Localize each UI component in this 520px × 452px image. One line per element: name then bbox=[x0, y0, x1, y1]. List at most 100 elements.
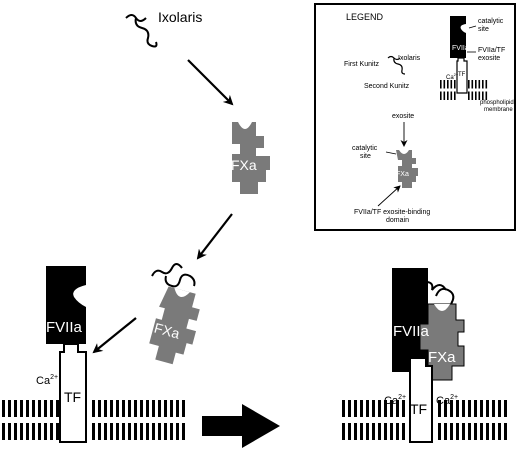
legend-second-kunitz-label: Second Kunitz bbox=[364, 83, 410, 90]
lipid-mark bbox=[378, 423, 381, 440]
lipid-mark bbox=[471, 91, 474, 100]
lipid-mark bbox=[342, 400, 345, 417]
lipid-mark bbox=[116, 423, 119, 440]
lipid-mark bbox=[146, 400, 149, 417]
lipid-mark bbox=[140, 400, 143, 417]
lipid-mark bbox=[140, 423, 143, 440]
final-fxa-label: FXa bbox=[428, 349, 456, 366]
lipid-mark bbox=[450, 423, 453, 440]
lipid-mark bbox=[471, 80, 474, 89]
lipid-mark bbox=[2, 400, 5, 417]
lipid-mark bbox=[498, 400, 501, 417]
lipid-mark bbox=[498, 423, 501, 440]
fxa-bound-label: FXa bbox=[153, 320, 182, 342]
legend-tf-label: TF bbox=[458, 72, 466, 78]
lipid-mark bbox=[450, 80, 453, 89]
lipid-mark bbox=[92, 400, 95, 417]
lipid-mark bbox=[152, 400, 155, 417]
fviia-shape bbox=[46, 266, 86, 344]
phospholipid-membrane-right bbox=[342, 400, 507, 440]
lipid-mark bbox=[478, 91, 481, 100]
lipid-mark bbox=[372, 400, 375, 417]
lipid-mark bbox=[26, 423, 29, 440]
lipid-mark bbox=[450, 91, 453, 100]
lipid-mark bbox=[468, 91, 470, 100]
legend-exosite-label: exosite bbox=[392, 113, 414, 120]
legend-fxa-shape bbox=[396, 150, 418, 188]
lipid-mark bbox=[450, 400, 453, 417]
lipid-mark bbox=[134, 400, 137, 417]
lipid-mark bbox=[164, 423, 167, 440]
final-fviia-label: FVIIa bbox=[393, 323, 430, 340]
lipid-mark bbox=[182, 400, 185, 417]
ixolaris-fxa-complex: FXa bbox=[149, 263, 200, 365]
lipid-mark bbox=[50, 423, 53, 440]
legend-phospholipid-label-2: membrane bbox=[484, 107, 513, 113]
ixolaris-top: Ixolaris bbox=[125, 9, 202, 48]
lipid-mark bbox=[360, 400, 363, 417]
lipid-mark bbox=[390, 400, 393, 417]
legend-box bbox=[314, 3, 516, 231]
lipid-mark bbox=[2, 423, 5, 440]
tf-left-label: TF bbox=[64, 389, 81, 405]
legend-tf-shape bbox=[456, 57, 468, 94]
lipid-mark bbox=[98, 423, 101, 440]
lipid-mark bbox=[134, 423, 137, 440]
lipid-mark bbox=[354, 400, 357, 417]
lipid-mark bbox=[158, 400, 161, 417]
lipid-mark bbox=[44, 400, 47, 417]
lipid-mark bbox=[440, 91, 442, 100]
legend-ixolaris-squiggle-icon bbox=[387, 55, 406, 75]
final-tf-label: TF bbox=[410, 401, 427, 417]
lipid-mark bbox=[402, 400, 405, 417]
lipid-mark bbox=[384, 400, 387, 417]
lipid-mark bbox=[8, 423, 11, 440]
ixolaris-bound-squiggle-icon bbox=[151, 263, 196, 288]
lipid-mark bbox=[44, 423, 47, 440]
lipid-mark bbox=[170, 423, 173, 440]
big-right-arrow bbox=[202, 404, 280, 448]
lipid-mark bbox=[360, 423, 363, 440]
legend-catalytic-pointer bbox=[468, 25, 477, 29]
lipid-mark bbox=[447, 80, 449, 89]
lipid-mark bbox=[342, 423, 345, 440]
lipid-mark bbox=[454, 91, 456, 100]
ixolaris-label: Ixolaris bbox=[158, 9, 202, 25]
lipid-mark bbox=[468, 80, 470, 89]
fxa-bound-shape bbox=[149, 286, 200, 365]
lipid-mark bbox=[56, 400, 59, 417]
lipid-mark bbox=[456, 423, 459, 440]
legend-fxa-catalytic-label-2: site bbox=[360, 153, 371, 160]
lipid-mark bbox=[110, 400, 113, 417]
lipid-mark bbox=[20, 423, 23, 440]
fxa-free: FXa bbox=[231, 122, 270, 194]
lipid-mark bbox=[443, 80, 446, 89]
lipid-mark bbox=[478, 80, 481, 89]
lipid-mark bbox=[152, 423, 155, 440]
legend: LEGEND FVIIa TF Ca2+ catalytic site FVII… bbox=[314, 3, 516, 231]
lipid-mark bbox=[32, 400, 35, 417]
lipid-mark bbox=[402, 423, 405, 440]
lipid-mark bbox=[474, 400, 477, 417]
fxa-free-label: FXa bbox=[231, 157, 257, 173]
lipid-mark bbox=[20, 400, 23, 417]
lipid-mark bbox=[372, 423, 375, 440]
ca-left-label: Ca2+ bbox=[36, 374, 58, 387]
lipid-mark bbox=[482, 80, 484, 89]
legend-fxa-catalytic-pointer bbox=[385, 151, 397, 155]
lipid-mark bbox=[98, 400, 101, 417]
lipid-mark bbox=[110, 423, 113, 440]
lipid-mark bbox=[396, 400, 399, 417]
tf-shape bbox=[59, 343, 87, 443]
fviia-left-label: FVIIa bbox=[46, 319, 83, 336]
lipid-mark bbox=[176, 423, 179, 440]
lipid-mark bbox=[38, 423, 41, 440]
legend-fviia-tf-exosite-label-2: exosite bbox=[478, 55, 500, 62]
lipid-mark bbox=[486, 400, 489, 417]
lipid-mark bbox=[462, 423, 465, 440]
fviia-catalytic-site-icon bbox=[73, 285, 86, 307]
legend-fxa-catalytic-label-1: catalytic bbox=[352, 145, 378, 152]
lipid-mark bbox=[482, 91, 484, 100]
lipid-mark bbox=[378, 400, 381, 417]
arrow-ixolaris-to-fxa bbox=[187, 59, 234, 106]
